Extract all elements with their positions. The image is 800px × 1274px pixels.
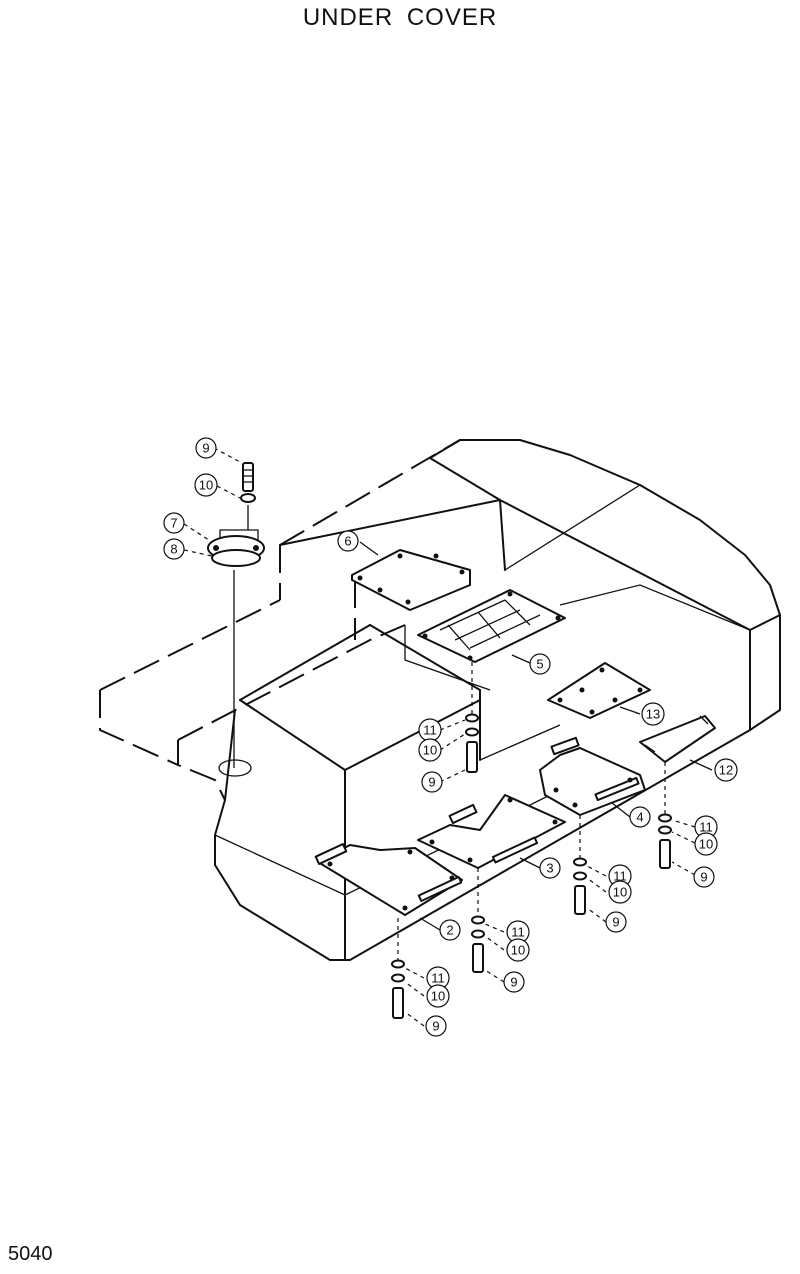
callout-11-b: 11 [694,815,718,839]
svg-text:7: 7 [170,516,177,531]
svg-text:9: 9 [428,775,435,790]
svg-text:11: 11 [699,820,713,835]
cover-plate-6 [351,549,471,611]
svg-text:2: 2 [446,923,453,938]
callout-11-a: 11 [418,718,442,742]
callout-8: 8 [163,538,185,560]
svg-text:10: 10 [431,989,445,1004]
callout-layer: 9 10 7 8 6 5 13 12 11 10 9 4 11 10 9 3 1… [163,437,738,1037]
callout-5: 5 [529,653,551,675]
machine-body [99,439,781,961]
svg-text:10: 10 [199,478,213,493]
svg-text:11: 11 [613,869,627,884]
callout-6: 6 [337,530,359,552]
svg-text:6: 6 [344,534,351,549]
svg-text:11: 11 [431,971,445,986]
svg-text:9: 9 [700,870,707,885]
callout-9-a: 9 [421,771,443,793]
callout-9-e: 9 [425,1015,447,1037]
cover-plate-5 [417,589,566,715]
callout-10-d: 10 [506,938,530,962]
callout-11-d: 11 [506,920,530,944]
callout-10-a: 10 [418,738,442,762]
callout-13: 13 [641,702,665,726]
svg-text:10: 10 [423,743,437,758]
svg-text:9: 9 [612,915,619,930]
callout-4: 4 [629,806,651,828]
cover-plate-2 [314,843,463,960]
svg-text:11: 11 [511,925,525,940]
page-number: 5040 [8,1243,53,1265]
callout-9-top: 9 [195,437,217,459]
callout-11-c: 11 [608,864,632,888]
cover-plate-4 [539,736,646,858]
svg-text:9: 9 [202,441,209,456]
callout-10-e: 10 [426,984,450,1008]
page-title: UNDER COVER [302,4,498,31]
svg-text:10: 10 [613,885,627,900]
svg-text:9: 9 [510,975,517,990]
svg-text:10: 10 [699,837,713,852]
svg-text:4: 4 [636,810,643,825]
svg-text:9: 9 [432,1019,439,1034]
callout-9-c: 9 [605,911,627,933]
callout-12: 12 [714,758,738,782]
callout-2: 2 [439,919,461,941]
callout-10-c: 10 [608,880,632,904]
cover-plate-13 [547,662,651,719]
svg-text:5: 5 [536,657,543,672]
svg-text:13: 13 [646,707,660,722]
callout-7: 7 [163,512,185,534]
svg-text:10: 10 [511,943,525,958]
cover-plate-3 [417,794,566,915]
flange-assembly [207,462,265,768]
callout-10-top: 10 [194,473,218,497]
callout-9-b: 9 [693,866,715,888]
fastener-stacks [391,713,672,1019]
svg-text:3: 3 [546,861,553,876]
callout-9-d: 9 [503,971,525,993]
svg-text:12: 12 [719,763,733,778]
leader-lines [183,447,713,1027]
callout-10-b: 10 [694,832,718,856]
svg-text:11: 11 [423,723,437,738]
cover-plate-12 [639,715,716,815]
svg-text:8: 8 [170,542,177,557]
callout-3: 3 [539,857,561,879]
